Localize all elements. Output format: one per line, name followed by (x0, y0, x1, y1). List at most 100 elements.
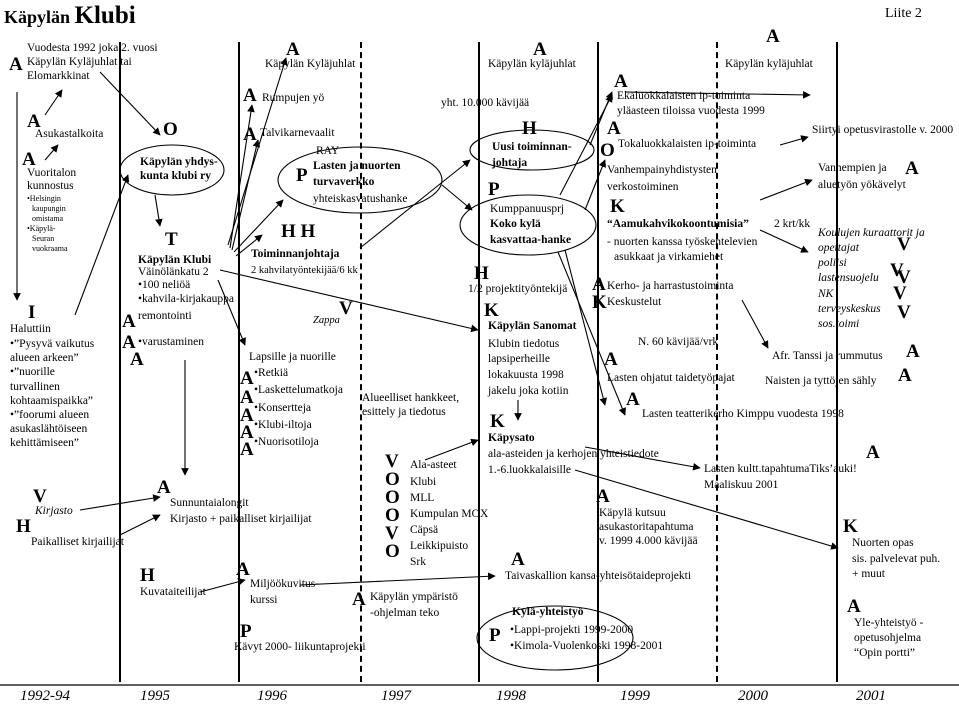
text-vanhempien: aluetyön yökävelyt (818, 179, 906, 191)
text-kapyla-kutsuu: Käpylä kutsuu (599, 507, 666, 519)
arrow-paikalliset (119, 514, 161, 536)
text-klubi-item: •100 neliöä (138, 279, 191, 291)
text-projektityontekija: 1/2 projektityöntekijä (468, 283, 568, 295)
text-tanssi: Afr. Tanssi ja rummutus (772, 350, 883, 362)
letter-k: K (484, 300, 499, 321)
arrow-aamukahvi-kuraattorit (759, 229, 809, 253)
letter-a: A (626, 389, 640, 410)
text-alueelliset: Alueelliset hankkeet, (362, 392, 460, 404)
text-lapsille-item: •Retkiä (254, 367, 289, 379)
letter-a: A (240, 368, 254, 389)
text-keskustelut: Keskustelut (607, 296, 662, 308)
year-divider (478, 42, 481, 682)
text-aamukahvi-kk: 2 krt/kk (774, 218, 811, 230)
letter-o: O (600, 140, 615, 161)
text-uusi-toiminnanjohtaja: Uusi toiminnan- (492, 141, 572, 153)
text-kuvataiteilijat: Kuvataiteilijat (140, 586, 206, 598)
letter-a: A (236, 559, 250, 580)
text-kylajuhlat-1998: Käpylän kyläjuhlat (488, 58, 576, 70)
text-sanomat-item: Klubin tiedotus (488, 338, 560, 350)
year-label: 2001 (856, 688, 886, 704)
text-kerho: Kerho- ja harrastustoiminta (607, 280, 734, 292)
text-org: MLL (410, 492, 435, 504)
text-ymparisto: -ohjelman teko (370, 607, 440, 619)
letter-a: A (243, 85, 257, 106)
text-kapyla-kutsuu: v. 1999 4.000 kävijää (599, 535, 698, 547)
text-small-note: omistama (32, 214, 64, 223)
text-haluttiin: Haluttiin (10, 323, 51, 335)
letter-h: H (522, 118, 537, 139)
text-ray: RAY (316, 145, 340, 157)
text-yhdyskunta: kunta klubi ry (140, 170, 211, 182)
arrow-klubi-kylajuhlat (227, 57, 288, 246)
letter-a: A (898, 365, 912, 386)
year-label: 1992-94 (20, 688, 70, 704)
letter-t: T (165, 229, 178, 250)
text-ymparisto: Käpylän ympäristö (370, 591, 458, 603)
text-vuodesta: Vuodesta 1992 joka 2. vuosi (27, 42, 158, 54)
text-kuraattorit: sos.toimi (818, 318, 860, 330)
text-kylajuhlat: Käpylän Kyläjuhlat (265, 58, 356, 70)
text-yle: opetusohjelma (854, 632, 922, 644)
letter-a: A (122, 332, 136, 353)
text-sunnuntai: Kirjasto + paikalliset kirjailijat (170, 513, 312, 525)
text-koko-kyla: kasvattaa-hanke (490, 234, 572, 246)
letter-a: A (240, 439, 254, 460)
text-kahvilatyontekija: 2 kahvilatyöntekijää/6 kk (251, 265, 358, 276)
letter-a: A (533, 39, 547, 60)
text-tokaluokkalaisten: Tokaluokkalaisten ip-toiminta (618, 138, 757, 150)
arrow-kylajuhlat-yhdys (99, 71, 161, 136)
letter-a: A (607, 118, 621, 139)
letter-a: A (286, 39, 300, 60)
text-nuorten-opas: Nuorten opas (852, 537, 914, 549)
arrow-orgs-kapysato (424, 438, 479, 461)
text-nuorten-opas: sis. palvelevat puh. (852, 553, 941, 565)
arrow-kuvataiteilijat (199, 578, 246, 593)
text-kapysato: Käpysato (488, 432, 535, 444)
year-label: 1998 (496, 688, 526, 704)
text-vuoritalon: Vuoritalon (27, 167, 77, 179)
text-turvaverkko: turvaverkko (313, 176, 375, 188)
arrow-turva-kokokyla (441, 184, 473, 211)
year-label: 1996 (257, 688, 287, 704)
text-asukastalkoita: Asukastalkoita (35, 128, 104, 140)
letter-a: A (122, 311, 136, 332)
text-kulttuuritapahtuma: Lasten kultt.tapahtumaTiks’auki! (704, 463, 857, 475)
text-kapysato-line: 1.-6.luokkalaisille (488, 464, 572, 476)
page-title: Käpylän Klubi (4, 3, 136, 28)
letter-a: A (604, 349, 618, 370)
year-divider (119, 42, 122, 682)
letter-v: V (385, 523, 399, 544)
arrow-asukas-up (44, 89, 63, 116)
letter-h: H (140, 565, 155, 586)
arrow-vuori-up (44, 144, 59, 161)
arrow-yhdys-klubi (154, 194, 163, 227)
text-org: Cäpsä (410, 524, 439, 536)
text-toiminnanjohtaja: Toiminnanjohtaja (251, 248, 340, 260)
text-kapysato-line: ala-asteiden ja kerhojen yhteistiedote (488, 448, 659, 460)
text-yhdyskunta: Käpylän yhdys- (140, 156, 218, 168)
arrow-kokokyla-vanhempain (584, 159, 607, 211)
year-divider (597, 42, 600, 682)
text-alueelliset: esittely ja tiedotus (362, 406, 446, 418)
text-sanomat-item: lokakuusta 1998 (488, 369, 564, 381)
text-kuraattorit: lastensuojelu (818, 272, 879, 284)
letter-a: A (157, 477, 171, 498)
letter-a: A (240, 405, 254, 426)
title-small: Käpylän (4, 7, 71, 27)
letter-a: A (592, 274, 606, 295)
letter-a: A (22, 149, 36, 170)
text-taivaskallion: Taivaskallion kansa-yhteisötaideprojekti (505, 570, 692, 582)
ellipse-koko-kyla (459, 194, 597, 256)
letter-a: A (27, 111, 41, 132)
text-haluttiin-item: asukaslähtöiseen (10, 423, 88, 435)
text-aamukahvi: “Aamukahvikokoontumisia” (607, 218, 749, 230)
letter-a: A (511, 549, 525, 570)
letter-p: P (488, 179, 500, 200)
text-kumppanuus: Kumppanuusprj (490, 203, 565, 215)
letter-a: A (614, 71, 628, 92)
text-kuraattorit: poliisi (818, 257, 847, 269)
text-kylajuhlat-2000: Käpylän kyläjuhlat (725, 58, 813, 70)
letter-a: A (866, 442, 880, 463)
text-teatterikerho: Lasten teatterikerho Kimppu vuodesta 199… (642, 408, 844, 420)
